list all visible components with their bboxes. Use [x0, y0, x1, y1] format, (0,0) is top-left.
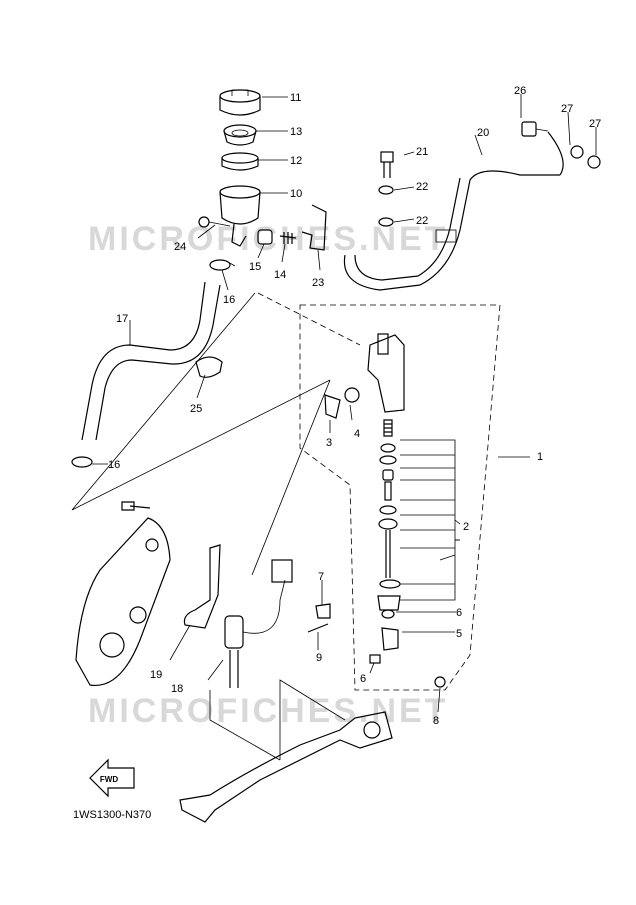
diaphragm-plate	[221, 152, 259, 171]
bleed-3	[324, 394, 341, 419]
callout-22b: 22	[416, 215, 428, 227]
callout-13: 13	[290, 126, 302, 138]
callout-7: 7	[318, 571, 324, 583]
bolt-24	[198, 216, 231, 228]
callout-12: 12	[290, 155, 302, 167]
pedal-leaders	[209, 679, 346, 761]
callout-20: 20	[477, 127, 489, 139]
callout-17: 17	[116, 313, 128, 325]
reservoir-cap	[219, 89, 261, 116]
watermark-bottom: MICROFICHES.NET	[88, 692, 448, 730]
diagram-code: 1WS1300-N370	[73, 809, 151, 821]
bolt-top-bracket	[121, 501, 151, 511]
gasket-27a	[570, 145, 584, 159]
callout-10: 10	[290, 188, 302, 200]
piston-kit	[377, 419, 401, 611]
callout-27b: 27	[589, 118, 601, 130]
bracket-23	[301, 204, 327, 251]
callout-27: 27	[561, 103, 573, 115]
callout-22: 22	[416, 181, 428, 193]
gasket-22a	[378, 185, 394, 195]
callout-21: 21	[416, 146, 428, 158]
washer-8	[434, 676, 446, 688]
reservoir-tank	[219, 185, 261, 247]
clevis-5	[381, 627, 399, 651]
master-cylinder-body	[367, 333, 405, 413]
callout-16: 16	[223, 294, 235, 306]
assembly-box	[299, 304, 501, 691]
callout-5: 5	[456, 628, 462, 640]
callout-16b: 16	[108, 459, 120, 471]
leader-lines	[71, 292, 331, 576]
brake-switch	[224, 559, 293, 688]
callout-19: 19	[150, 669, 162, 681]
screw-14	[279, 232, 297, 244]
hose-joint-15	[257, 229, 273, 245]
fwd-label: FWD	[100, 775, 118, 784]
callout-2: 2	[463, 521, 469, 533]
hose-clamp-lower	[71, 456, 93, 468]
hose-clamp-top	[209, 259, 236, 271]
callout-8: 8	[433, 715, 439, 727]
callout-labels: 1 2 3 4 5 6 6 7 8 9 10 11 12 13 14 15 16…	[108, 85, 601, 727]
nut-6	[381, 609, 395, 619]
watermark-top: MICROFICHES.NET	[88, 220, 448, 258]
cap-4	[344, 387, 360, 403]
union-bolt-26	[521, 121, 549, 137]
callout-11: 11	[290, 92, 301, 104]
callout-24: 24	[174, 241, 186, 253]
callout-14: 14	[274, 269, 286, 281]
hose-leader	[257, 292, 361, 346]
nut-6b	[369, 654, 381, 664]
gasket-22b	[378, 217, 394, 227]
pin-9	[307, 623, 329, 633]
brake-pedal	[179, 711, 393, 823]
brake-hose	[343, 131, 564, 291]
union-bolt-21	[380, 151, 394, 178]
hose-clip-25	[195, 356, 223, 378]
pin-7	[315, 603, 331, 619]
diaphragm	[223, 124, 257, 146]
callout-leaders	[92, 94, 597, 713]
footrest-bracket	[75, 517, 171, 687]
callout-1: 1	[537, 451, 543, 463]
callout-bracket-1	[400, 439, 460, 601]
callout-4: 4	[354, 428, 360, 440]
callout-18: 18	[171, 683, 183, 695]
callout-26: 26	[514, 85, 526, 97]
callout-6: 6	[456, 607, 462, 619]
switch-bracket	[183, 544, 221, 629]
callout-6b: 6	[360, 673, 366, 685]
callout-23: 23	[312, 277, 324, 289]
callout-9: 9	[316, 652, 322, 664]
gasket-27b	[587, 155, 601, 169]
callout-15: 15	[249, 261, 261, 273]
callout-3: 3	[326, 437, 332, 449]
callout-25: 25	[190, 403, 202, 415]
fwd-arrow-icon: FWD	[89, 758, 135, 798]
